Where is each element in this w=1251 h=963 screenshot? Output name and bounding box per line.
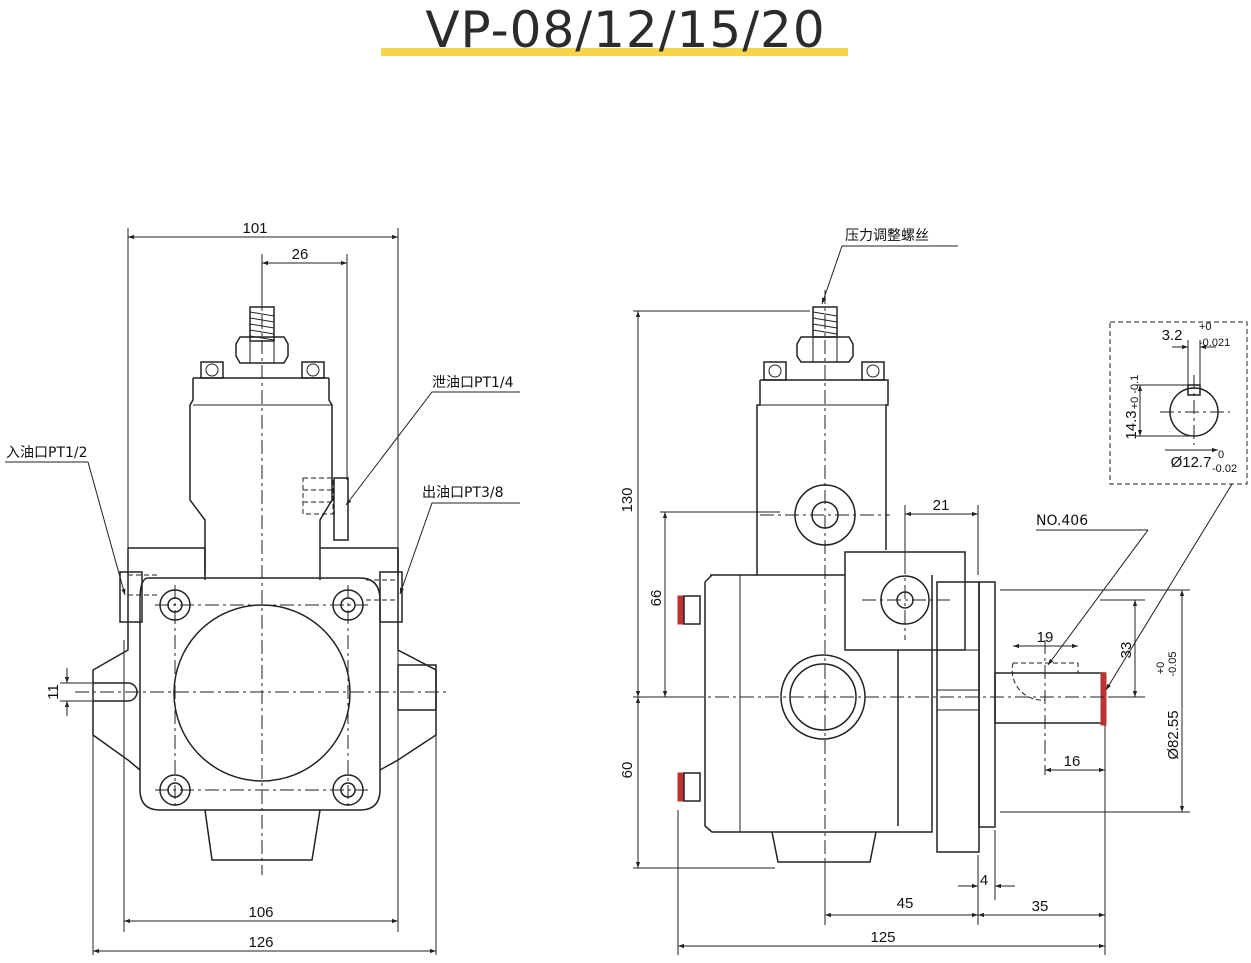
dim-26: 26 (292, 246, 309, 263)
dim-45: 45 (897, 895, 914, 912)
dim-14-3: 14.3 (1123, 410, 1140, 439)
dim-82-55: Ø82.55 (1165, 710, 1182, 759)
dim-125: 125 (870, 929, 895, 946)
detail-frame (1109, 321, 1248, 485)
dim-60: 60 (619, 762, 636, 779)
dim-66: 66 (648, 590, 665, 607)
svg-text:+0 -0.1: +0 -0.1 (1129, 375, 1141, 410)
adjust-screw-callout: 压力调整螺丝 (845, 228, 929, 244)
dim-3-2: 3.2 (1162, 327, 1183, 344)
svg-text:0: 0 (1218, 449, 1224, 461)
key-callout: NO.406 (1036, 513, 1088, 529)
lock-nut-shape (235, 336, 289, 364)
svg-text:+0: +0 (1155, 662, 1167, 675)
title-underline (381, 48, 848, 56)
svg-text:-0.021: -0.021 (1199, 337, 1230, 349)
drawing-title: VP-08/12/15/20 (425, 1, 826, 59)
shaft-detail: 3.2 +0 -0.021 14.3 +0 -0.1 Ø12.7 0 -0.02 (1109, 321, 1248, 485)
svg-text:+0: +0 (1199, 321, 1212, 333)
dim-126: 126 (248, 934, 273, 951)
dim-19: 19 (1037, 629, 1054, 646)
side-view: 130 66 60 21 19 33 Ø82.55 +0 -0.05 16 4 … (619, 228, 1233, 955)
dim-106: 106 (248, 904, 273, 921)
dim-4: 4 (980, 872, 988, 889)
dim-101: 101 (242, 220, 267, 237)
outlet-callout: 出油口PT3/8 (422, 485, 504, 501)
dim-11: 11 (45, 684, 62, 700)
dim-12-7: Ø12.7 (1171, 454, 1212, 471)
svg-text:-0.05: -0.05 (1167, 651, 1179, 676)
front-view: 101 26 (5, 220, 520, 955)
front-flange-shape (139, 577, 381, 811)
dim-35: 35 (1032, 898, 1049, 915)
dim-130: 130 (619, 487, 636, 512)
svg-text:-0.02: -0.02 (1212, 463, 1237, 475)
drain-callout: 泄油口PT1/4 (432, 375, 514, 391)
title-block: VP-08/12/15/20 (0, 0, 1251, 70)
dim-21: 21 (933, 497, 950, 514)
dim-16: 16 (1064, 753, 1081, 770)
dim-33: 33 (1118, 642, 1135, 659)
inlet-callout: 入油口PT1/2 (6, 445, 88, 461)
